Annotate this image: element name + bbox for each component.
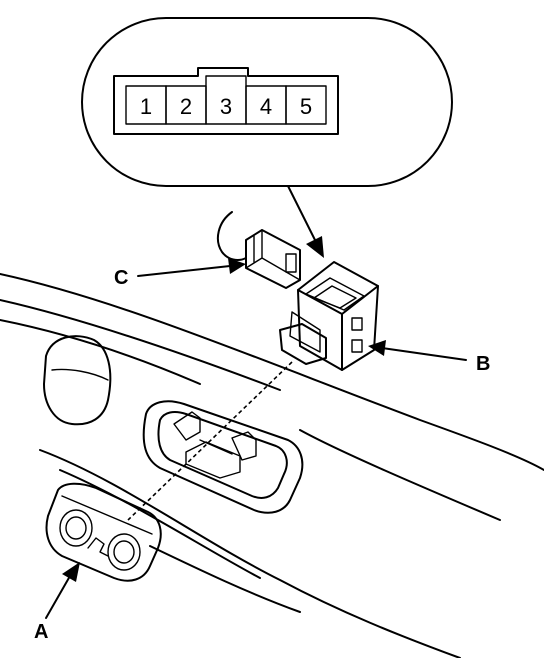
switch-opening [142, 400, 304, 514]
panel-lower-edge [39, 449, 461, 658]
alignment-dashed-line [127, 361, 293, 521]
pin-number-5: 5 [300, 94, 312, 119]
pin-numbers: 1 2 3 4 5 [140, 94, 312, 119]
connector-housing [113, 67, 339, 135]
callout-c-label: C [114, 267, 128, 289]
pin-number-4: 4 [260, 94, 272, 119]
pin-number-3: 3 [220, 94, 232, 119]
detail-pointer-arrow [287, 185, 324, 258]
harness-connector-c [216, 211, 301, 289]
pin-cells [125, 75, 327, 125]
switch-bezel-a [45, 482, 162, 582]
pin-number-1: 1 [140, 94, 152, 119]
switch-assembly-b [279, 261, 379, 371]
callout-b: B [368, 340, 490, 375]
callout-a: A [34, 562, 80, 643]
callout-b-label: B [476, 353, 490, 375]
detail-outline [81, 17, 453, 187]
pin-cell-5 [285, 85, 327, 125]
harness-wire [216, 211, 247, 261]
callout-a-label: A [34, 621, 48, 643]
connector-detail-bubble: 1 2 3 4 5 [81, 17, 453, 187]
panel-top-edge [0, 273, 544, 471]
trim-panel [0, 273, 544, 658]
seat-symbol-icon [87, 537, 109, 557]
callout-c: C [114, 258, 246, 289]
opening-bezel [142, 400, 304, 514]
switch-body [297, 261, 379, 371]
switch-mount-clip [279, 323, 327, 365]
trim-knob [43, 335, 112, 426]
pin-number-2: 2 [180, 94, 192, 119]
